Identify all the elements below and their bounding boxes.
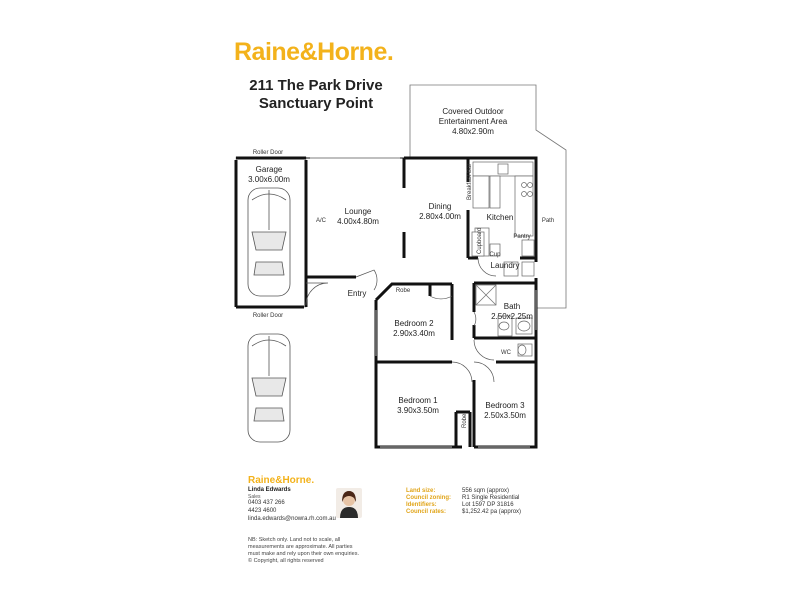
bath-fixtures — [475, 284, 533, 357]
copyright-line: © Copyright, all rights reserved — [248, 558, 324, 564]
bath-label: Bath — [504, 302, 520, 311]
outdoor-size: 4.80x2.90m — [452, 127, 494, 136]
roller-door-top-label: Roller Door — [253, 150, 283, 156]
outdoor-label-2: Entertainment Area — [439, 117, 508, 126]
wc-label: WC — [501, 350, 512, 356]
bedroom3-label: Bedroom 3 — [485, 401, 525, 410]
identifiers-label: Identifiers: — [406, 502, 437, 508]
cupboard-label: Cupboard — [477, 228, 483, 254]
agent-email[interactable]: linda.edwards@nowra.rh.com.au — [248, 516, 336, 522]
rates-label: Council rates: — [406, 509, 447, 515]
robe-label-bed1: Robe — [462, 413, 468, 428]
agent-phone-1[interactable]: 0403 437 266 — [248, 500, 285, 506]
bedroom1-size: 3.90x3.50m — [397, 406, 439, 415]
path-label: Path — [542, 218, 554, 224]
laundry-tub — [521, 261, 535, 277]
address-line-1: 211 The Park Drive — [249, 77, 383, 94]
disclaimer-line-1: NB: Sketch only. Land not to scale, all — [248, 537, 341, 543]
agent-phone-2[interactable]: 4423 4600 — [248, 508, 277, 514]
laundry-label: Laundry — [491, 261, 520, 270]
cup-label: Cup — [489, 252, 501, 258]
garage-label: Garage — [256, 165, 283, 174]
disclaimer-line-2: measurements are approximate. All partie… — [248, 544, 353, 550]
land-size-label: Land size: — [406, 488, 436, 494]
bedroom2-size: 2.90x3.40m — [393, 329, 435, 338]
lounge-size: 4.00x4.80m — [337, 217, 379, 226]
windows — [310, 157, 537, 448]
roller-door-bottom-label: Roller Door — [253, 313, 283, 319]
bath-size: 2.50x2.25m — [491, 312, 533, 321]
rates-value: $1,252.42 pa (approx) — [462, 509, 522, 515]
washer — [503, 261, 519, 277]
interior-walls — [306, 158, 536, 447]
kitchen-label: Kitchen — [487, 213, 514, 222]
agent-avatar — [336, 488, 362, 518]
brand-logo: Raine&Horne. — [234, 38, 394, 66]
door-swings — [305, 257, 497, 383]
disclaimer-line-3: must make and rely upon their own enquir… — [248, 551, 359, 557]
robe-label-bed2: Robe — [396, 288, 411, 294]
car-in-driveway — [247, 333, 291, 443]
address-line-2: Sanctuary Point — [258, 95, 374, 112]
car-in-garage — [247, 187, 291, 297]
outdoor-label-1: Covered Outdoor — [442, 107, 504, 116]
bedroom3-size: 2.50x3.50m — [484, 411, 526, 420]
dining-size: 2.80x4.00m — [419, 212, 461, 221]
agent-brand-logo: Raine&Horne. — [248, 475, 315, 486]
dining-label: Dining — [429, 202, 452, 211]
garage-size: 3.00x6.00m — [248, 175, 290, 184]
agent-role: Sales — [248, 494, 261, 500]
agent-name: Linda Edwards — [248, 487, 291, 493]
bedroom2-label: Bedroom 2 — [394, 319, 434, 328]
bedroom1-label: Bedroom 1 — [398, 396, 438, 405]
pantry-label: Pantry — [513, 234, 530, 240]
lounge-label: Lounge — [345, 207, 372, 216]
breakfast-bar-label: Breakfast Bar — [467, 164, 473, 200]
entry-label: Entry — [348, 289, 367, 298]
zoning-label: Council zoning: — [406, 495, 451, 501]
outdoor-area-outline — [409, 84, 567, 309]
identifiers-value: Lot 1597 DP 31816 — [462, 502, 514, 508]
zoning-value: R1 Single Residential — [462, 495, 520, 501]
cupboard-box — [471, 231, 485, 257]
ac-label: A/C — [316, 218, 327, 224]
land-size-value: 556 sqm (approx) — [462, 488, 510, 494]
